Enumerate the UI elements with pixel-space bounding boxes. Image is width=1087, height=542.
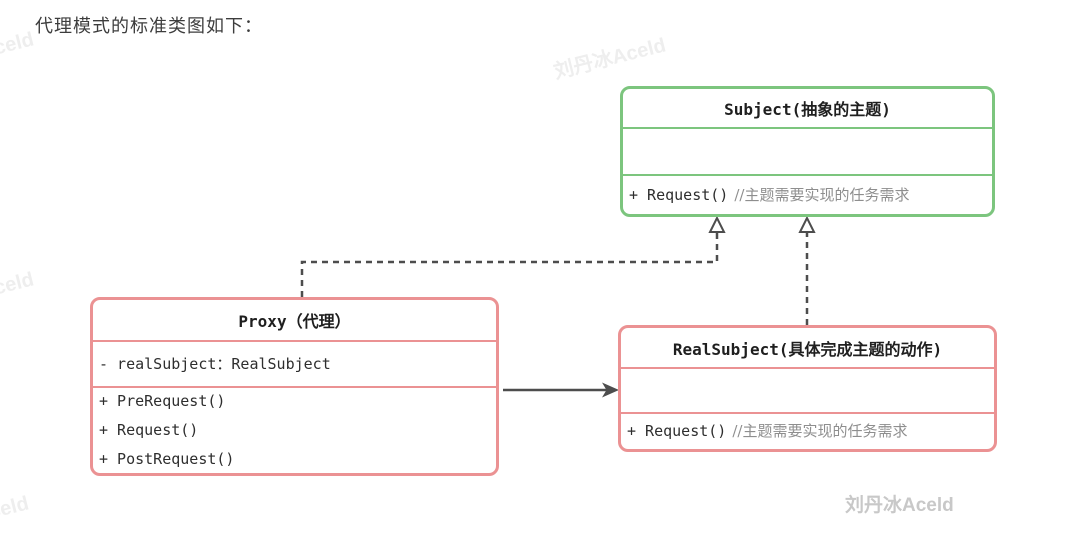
realization-arrow-proxy-to-subject bbox=[300, 232, 719, 297]
hollow-triangle-arrowhead-icon bbox=[708, 215, 726, 233]
method-signature: + Request() bbox=[629, 185, 729, 204]
method-comment: //主题需要实现的任务需求 bbox=[734, 185, 910, 204]
attributes-section-empty bbox=[623, 127, 992, 174]
methods-section: + PreRequest() + Request() + PostRequest… bbox=[93, 386, 496, 473]
class-title: RealSubject(具体完成主题的动作) bbox=[672, 339, 943, 359]
author-watermark: 刘丹冰Aceld bbox=[845, 495, 954, 516]
method-signature: + Request() bbox=[627, 422, 727, 440]
methods-section: + Request() //主题需要实现的任务需求 bbox=[621, 412, 994, 449]
attributes-section: - realSubject：RealSubject bbox=[93, 340, 496, 386]
method-line: + Request() //主题需要实现的任务需求 bbox=[627, 417, 994, 446]
methods-section: + Request() //主题需要实现的任务需求 bbox=[623, 174, 992, 214]
method-comment: //主题需要实现的任务需求 bbox=[732, 422, 908, 440]
class-box-realsubject: RealSubject(具体完成主题的动作) + Request() //主题需要… bbox=[618, 325, 997, 452]
uml-diagram-canvas: 代理模式的标准类图如下： 刘丹冰Aceld 刘丹冰Aceld 刘丹冰Aceld … bbox=[0, 16, 997, 542]
hollow-triangle-arrowhead-icon bbox=[798, 215, 816, 233]
method-line: + Request() bbox=[99, 416, 496, 445]
attribute-text: - realSubject：RealSubject bbox=[99, 354, 331, 373]
method-signature: + Request() bbox=[99, 421, 199, 439]
page-title: 代理模式的标准类图如下： bbox=[35, 16, 263, 36]
class-box-subject: Subject(抽象的主题) + Request() //主题需要实现的任务需求 bbox=[620, 86, 995, 217]
method-signature: + PreRequest() bbox=[99, 392, 226, 410]
solid-arrowhead-icon bbox=[602, 382, 619, 398]
method-line: + Request() //主题需要实现的任务需求 bbox=[629, 181, 992, 210]
class-title: Subject(抽象的主题) bbox=[724, 100, 891, 119]
method-signature: + PostRequest() bbox=[99, 450, 235, 468]
method-line: + PreRequest() bbox=[99, 387, 496, 416]
class-box-proxy: Proxy（代理） - realSubject：RealSubject + Pr… bbox=[90, 297, 499, 476]
class-title: Proxy（代理） bbox=[238, 312, 351, 331]
attributes-section-empty bbox=[621, 367, 994, 412]
method-line: + PostRequest() bbox=[99, 445, 496, 474]
attribute-line: - realSubject：RealSubject bbox=[99, 350, 496, 379]
connector-layer bbox=[300, 215, 816, 398]
